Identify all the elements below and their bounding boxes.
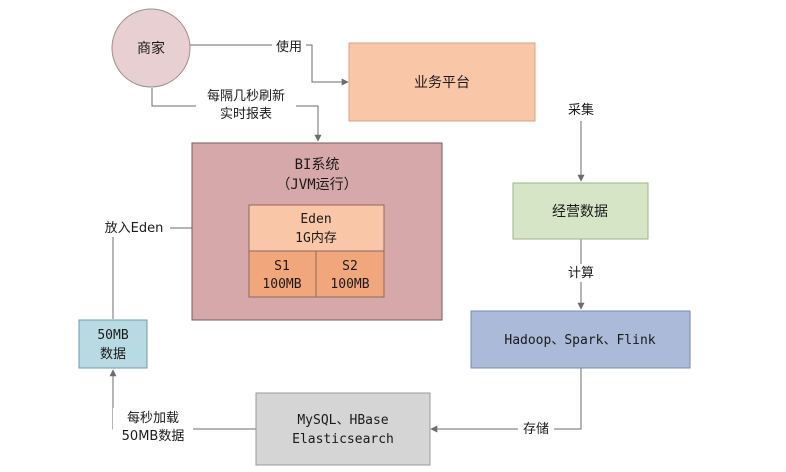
business-data-node [512, 182, 649, 240]
business-platform-label: 业务平台 [414, 75, 470, 91]
edge-store-label: 存储 [523, 422, 549, 437]
s1-label-line1: S1 [274, 259, 290, 274]
eden-label-line1: Eden [300, 212, 331, 227]
business-platform-node [348, 42, 536, 122]
batch-data-label-line2: 数据 [100, 347, 126, 362]
s2-label-line1: S2 [342, 259, 358, 274]
s2-node [315, 250, 385, 298]
edge-use [190, 44, 349, 86]
merchant-label: 商家 [137, 40, 165, 57]
eden-node [248, 204, 385, 252]
edge-use-label-bg [272, 38, 306, 54]
eden-label-line2: 1G内存 [295, 230, 337, 246]
edge-load-label-bg [113, 408, 193, 444]
storage-label-line1: MySQL、HBase [297, 413, 388, 428]
edge-into-eden-label: 放入Eden [105, 221, 164, 236]
edge-use-label: 使用 [276, 39, 302, 55]
edge-load-label-line1: 每秒加载 [127, 410, 179, 426]
edge-refresh-label-line1: 每隔几秒刷新 [207, 88, 285, 104]
s1-label-line2: 100MB [262, 277, 301, 292]
bi-system-subtitle: （JVM运行） [276, 177, 357, 193]
storage-node [255, 392, 431, 466]
batch-data-label-line1: 50MB [97, 328, 128, 343]
edge-load-label-line2: 50MB数据 [122, 429, 185, 444]
edge-store-label-bg [518, 420, 554, 438]
edge-refresh-label-bg [196, 86, 296, 122]
business-data-label: 经营数据 [552, 204, 608, 220]
edge-collect-label-bg [562, 101, 600, 119]
batch-data-node [78, 319, 148, 369]
storage-label-line2: Elasticsearch [292, 432, 394, 447]
edge-calculate-label-bg [562, 264, 600, 282]
edge-calculate-label: 计算 [568, 266, 594, 281]
merchant-node [111, 8, 191, 88]
compute-node [470, 310, 691, 369]
edge-refresh-label-line2: 实时报表 [220, 107, 272, 122]
compute-label: Hadoop、Spark、Flink [504, 333, 655, 348]
bi-system-title: BI系统 [295, 157, 340, 173]
s2-label-line2: 100MB [330, 277, 369, 292]
edge-collect-label: 采集 [568, 102, 594, 118]
edge-into-eden-label-bg [98, 219, 170, 237]
edge-store [430, 368, 582, 433]
